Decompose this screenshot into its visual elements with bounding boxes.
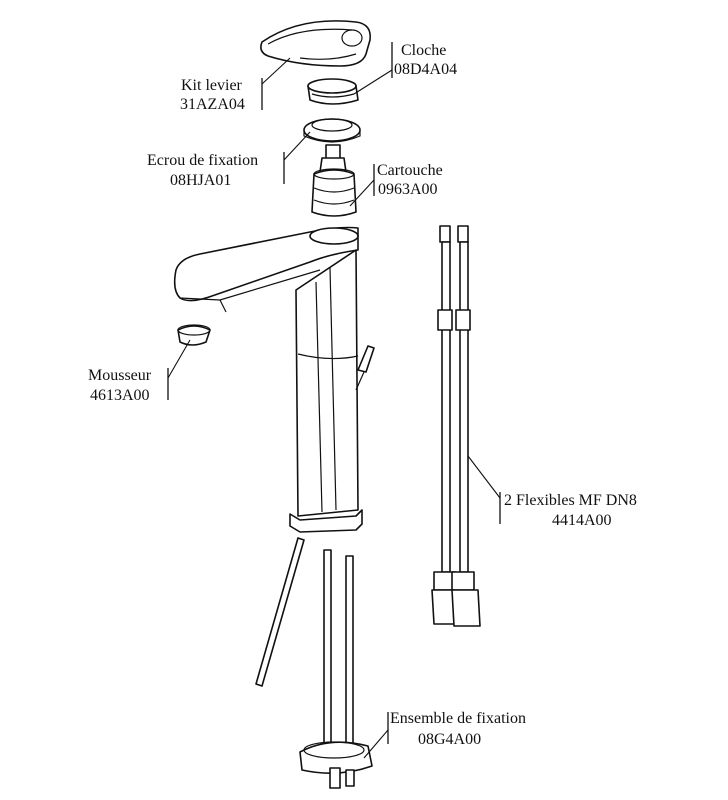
leader-lines [167,42,501,759]
label-mousseur-code: 4613A00 [90,387,150,404]
ensemble-fixation-drawing [299,549,373,789]
ecrou-drawing [303,118,361,143]
flexibles-drawing [431,225,481,627]
label-flexibles-code: 4414A00 [552,512,612,529]
label-ensemble-code: 08G4A00 [418,731,481,748]
label-kit-levier-code: 31AZA04 [180,96,245,113]
label-ecrou-code: 08HJA01 [170,172,231,189]
label-cartouche-code: 0963A00 [378,181,438,198]
part-labels: Cloche 08D4A04 Kit levier 31AZA04 Ecrou … [88,42,637,748]
label-cloche-name: Cloche [401,42,446,59]
label-mousseur-name: Mousseur [88,367,152,384]
cartouche-drawing [311,144,357,217]
label-ecrou-name: Ecrou de fixation [147,152,258,169]
faucet-body-drawing [173,226,375,687]
label-flexibles-name: 2 Flexibles MF DN8 [504,492,637,509]
lever-handle-drawing [260,20,372,67]
label-cartouche-name: Cartouche [377,162,443,179]
label-kit-levier-name: Kit levier [181,77,243,94]
mousseur-drawing [177,324,211,346]
label-cloche-code: 08D4A04 [394,61,457,78]
label-ensemble-name: Ensemble de fixation [390,710,526,727]
cloche-drawing [307,78,359,105]
